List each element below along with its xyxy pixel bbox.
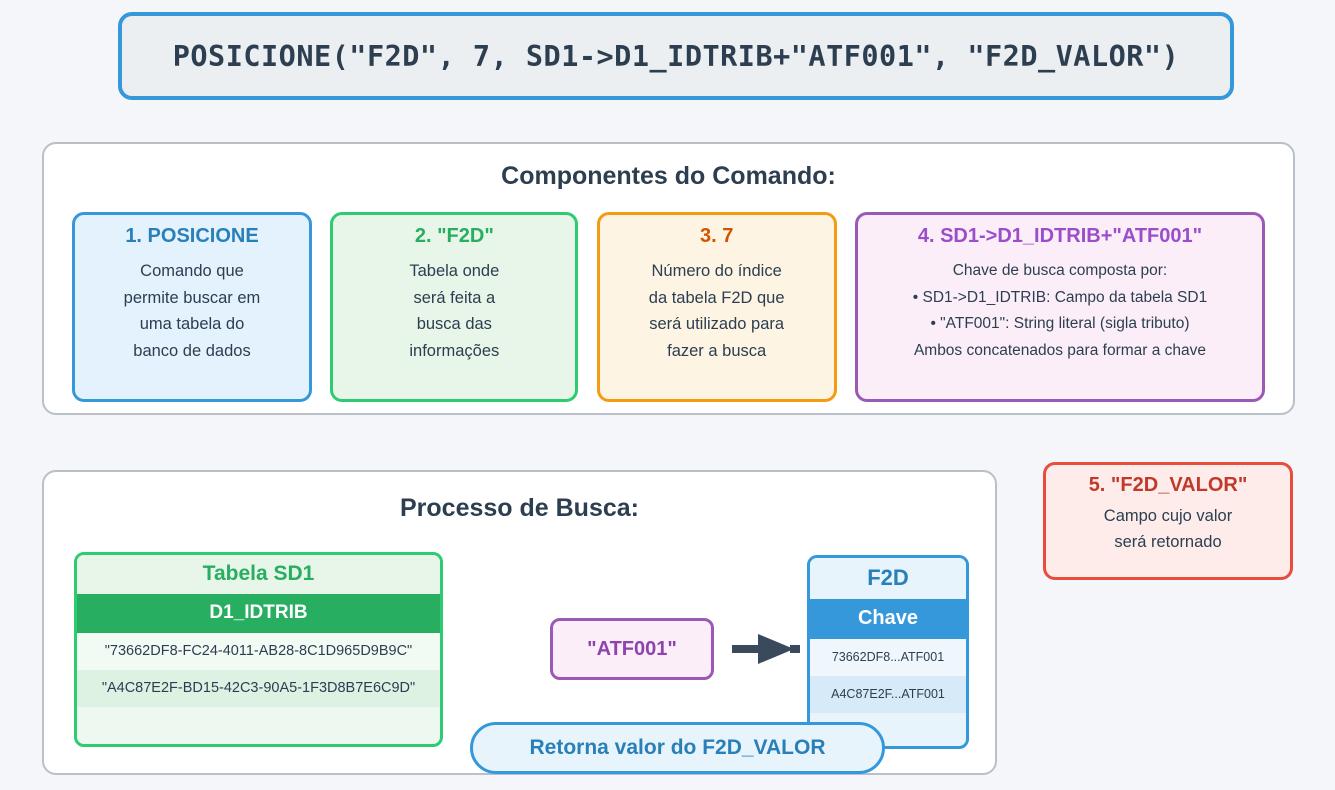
card-body-line: • SD1->D1_IDTRIB: Campo da tabela SD1 bbox=[912, 288, 1208, 306]
card-body-line: Tabela onde bbox=[409, 262, 500, 280]
component-card-body: Chave de busca composta por: • SD1->D1_I… bbox=[913, 258, 1207, 365]
card-body-line: será retornado bbox=[1114, 533, 1222, 552]
arrow-right-icon bbox=[732, 634, 800, 664]
command-code-text: POSICIONE("F2D", 7, SD1->D1_IDTRIB+"ATF0… bbox=[172, 39, 1180, 73]
component-card-title: 3. 7 bbox=[699, 225, 734, 247]
processo-panel: Processo de Busca: Tabela SD1 D1_IDTRIB … bbox=[42, 470, 997, 775]
card-body-line: Ambos concatenados para formar a chave bbox=[913, 341, 1207, 359]
card-body-line: será feita a bbox=[413, 288, 496, 307]
component-card-title: 5. "F2D_VALOR" bbox=[1088, 474, 1248, 496]
card-body-line: uma tabela do bbox=[139, 315, 245, 334]
component-card-f2d-valor: 5. "F2D_VALOR" Campo cujo valor será ret… bbox=[1043, 462, 1293, 580]
command-code-banner: POSICIONE("F2D", 7, SD1->D1_IDTRIB+"ATF0… bbox=[118, 12, 1234, 100]
component-card-indice: 3. 7 Número do índice da tabela F2D que … bbox=[596, 212, 837, 402]
component-card-body: Campo cujo valor será retornado bbox=[1104, 503, 1232, 555]
table-row: A4C87E2F...ATF001 bbox=[810, 676, 966, 713]
component-card-chave: 4. SD1->D1_IDTRIB+"ATF001" Chave de busc… bbox=[854, 212, 1265, 402]
component-card-body: Tabela onde será feita a busca das infor… bbox=[409, 258, 499, 365]
component-card-title: 1. POSICIONE bbox=[125, 225, 259, 247]
table-f2d-caption: F2D bbox=[810, 558, 966, 599]
table-row: 73662DF8...ATF001 bbox=[810, 639, 966, 676]
card-body-line: será utilizado para bbox=[649, 315, 785, 334]
component-card-posicione: 1. POSICIONE Comando que permite buscar … bbox=[72, 212, 312, 402]
card-body-line: • "ATF001": String literal (sigla tribut… bbox=[930, 315, 1190, 333]
card-body-line: informações bbox=[409, 342, 500, 361]
component-card-body: Comando que permite buscar em uma tabela… bbox=[124, 258, 261, 365]
card-body-line: Campo cujo valor bbox=[1103, 507, 1233, 525]
retorna-valor-callout: Retorna valor do F2D_VALOR bbox=[470, 722, 885, 774]
card-body-line: Número do índice bbox=[651, 262, 782, 280]
table-sd1-column-header: D1_IDTRIB bbox=[77, 594, 440, 633]
component-card-f2d: 2. "F2D" Tabela onde será feita a busca … bbox=[330, 212, 579, 402]
table-sd1: Tabela SD1 D1_IDTRIB "73662DF8-FC24-4011… bbox=[74, 552, 443, 747]
component-card-body: Número do índice da tabela F2D que será … bbox=[649, 258, 785, 365]
components-panel-title: Componentes do Comando: bbox=[501, 162, 836, 190]
card-body-line: permite buscar em bbox=[123, 288, 261, 307]
atf001-literal-label: "ATF001" bbox=[587, 637, 677, 660]
card-body-line: da tabela F2D que bbox=[648, 288, 785, 307]
component-card-title: 4. SD1->D1_IDTRIB+"ATF001" bbox=[917, 225, 1203, 247]
atf001-literal-chip: "ATF001" bbox=[550, 618, 714, 680]
card-body-line: Comando que bbox=[140, 262, 244, 280]
card-body-line: Chave de busca composta por: bbox=[952, 262, 1168, 279]
table-f2d-column-header: Chave bbox=[810, 599, 966, 639]
components-panel: Componentes do Comando: 1. POSICIONE Com… bbox=[42, 142, 1295, 415]
processo-panel-title: Processo de Busca: bbox=[400, 494, 639, 522]
table-sd1-caption: Tabela SD1 bbox=[77, 555, 440, 594]
table-row: "A4C87E2F-BD15-42C3-90A5-1F3D8B7E6C9D" bbox=[77, 670, 440, 707]
card-body-line: fazer a busca bbox=[667, 342, 767, 361]
card-body-line: banco de dados bbox=[133, 342, 251, 361]
card-body-line: busca das bbox=[416, 315, 492, 334]
retorna-valor-label: Retorna valor do F2D_VALOR bbox=[529, 736, 826, 759]
table-f2d: F2D Chave 73662DF8...ATF001 A4C87E2F...A… bbox=[807, 555, 969, 749]
component-cards-row: 1. POSICIONE Comando que permite buscar … bbox=[44, 212, 1293, 402]
component-card-title: 2. "F2D" bbox=[414, 225, 494, 247]
table-row: "73662DF8-FC24-4011-AB28-8C1D965D9B9C" bbox=[77, 633, 440, 670]
